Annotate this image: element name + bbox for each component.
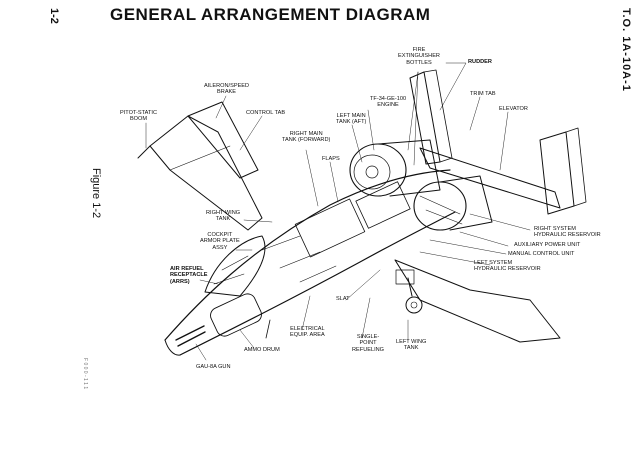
label-slat: SLAT	[336, 296, 350, 302]
label-pitot-static-boom: PITOT-STATIC BOOM	[120, 110, 157, 123]
engine-right-fan	[353, 154, 391, 190]
slat-fairing	[395, 269, 415, 285]
right-wing-spar	[169, 145, 231, 171]
label-single-point-refueling: SINGLE- POINT REFUELING	[352, 334, 385, 353]
tailplane	[419, 147, 561, 209]
label-left-hydraulic-reservoir: LEFT SYSTEM HYDRAULIC RESERVOIR	[474, 260, 541, 273]
label-electrical-equipment-area: ELECTRICAL EQUIP. AREA	[290, 326, 325, 339]
ammo-drum	[210, 293, 262, 337]
label-right-wing-tank: RIGHT WING TANK	[206, 210, 241, 223]
main-gear-wheel	[405, 296, 423, 314]
label-aileron-speed-brake: AILERON/SPEED BRAKE	[204, 83, 250, 96]
engine-right-body	[377, 139, 441, 197]
left-wing-slat	[394, 259, 421, 301]
fuel-tank-left-main	[355, 181, 411, 229]
main-gear-hub	[410, 301, 418, 309]
cockpit-frame-1	[221, 255, 249, 271]
right-wing-aileron	[187, 101, 259, 179]
label-manual-control-unit: MANUAL CONTROL UNIT	[508, 251, 575, 257]
fuel-tank-right-main	[294, 198, 366, 258]
fuselage-upper	[164, 169, 451, 341]
label-cockpit-armor-plate: COCKPIT ARMOR PLATE ASSY	[200, 232, 240, 251]
label-left-main-tank-aft: LEFT MAIN TANK (AFT)	[336, 113, 367, 126]
label-elevator: ELEVATOR	[499, 106, 528, 112]
label-ammo-drum: AMMO DRUM	[244, 347, 280, 353]
cockpit-frame-2	[213, 273, 245, 285]
label-engine: TF-34-GE-100 ENGINE	[370, 96, 407, 109]
main-gear-strut	[407, 277, 413, 297]
canopy	[204, 235, 266, 297]
gun-barrel	[175, 325, 206, 347]
label-flaps: FLAPS	[322, 156, 340, 162]
label-fire-extinguisher-bottles: FIRE EXTINGUISHER BOTTLES	[398, 47, 440, 66]
rudder-left	[565, 127, 587, 207]
label-auxiliary-power-unit: AUXILIARY POWER UNIT	[514, 242, 581, 248]
label-gau-8a-gun: GAU-8A GUN	[196, 364, 231, 370]
nose-gear	[265, 319, 271, 339]
page-title: GENERAL ARRANGEMENT DIAGRAM	[110, 5, 431, 24]
nose	[164, 339, 181, 356]
pitot-boom	[137, 145, 151, 159]
label-left-wing-tank: LEFT WING TANK	[396, 339, 427, 352]
label-rudder: RUDDER	[468, 59, 492, 65]
rudder-right	[423, 69, 453, 163]
label-control-tab: CONTROL TAB	[246, 110, 286, 116]
label-trim-tab: TRIM TAB	[470, 91, 496, 97]
label-air-refuel-receptacle: AIR REFUEL RECEPTACLE (ARRS)	[170, 266, 208, 285]
leader-lines	[145, 62, 531, 361]
engine-left-detail	[419, 195, 463, 225]
engine-left-body	[439, 175, 493, 231]
vertical-tail-left	[539, 131, 575, 215]
engine-right-hub	[365, 165, 379, 179]
internal-structure	[261, 235, 337, 283]
label-right-main-tank-forward: RIGHT MAIN TANK (FORWARD)	[282, 131, 331, 144]
fuselage-lower	[179, 211, 456, 356]
label-right-hydraulic-reservoir: RIGHT SYSTEM HYDRAULIC RESERVOIR	[534, 226, 601, 239]
